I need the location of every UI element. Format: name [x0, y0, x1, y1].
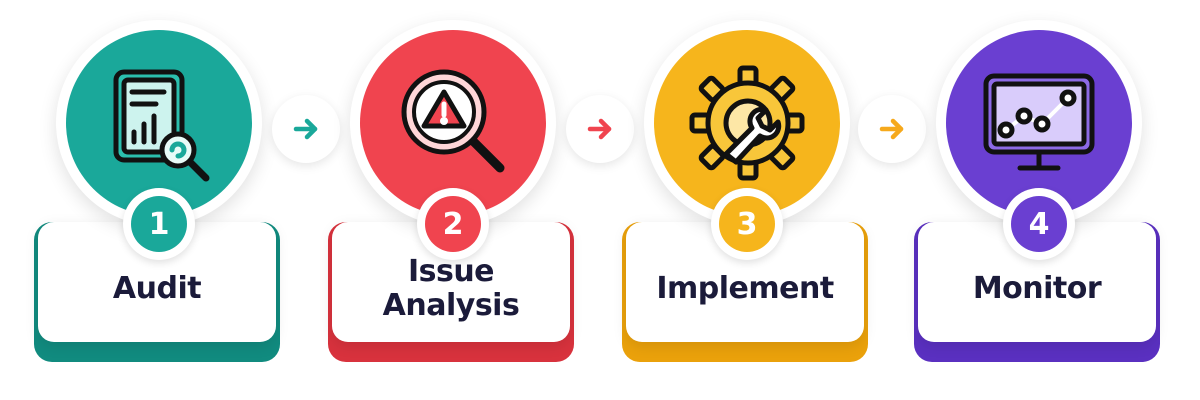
- arrow-right-icon: [879, 118, 904, 140]
- step-label: Issue Analysis: [382, 254, 520, 323]
- icon-circle: [946, 30, 1132, 216]
- step-number-badge: 3: [719, 196, 775, 252]
- arrow-right-icon: [587, 118, 612, 140]
- arrow-right-icon: [293, 118, 318, 140]
- step-implement: Implement 3: [622, 0, 872, 400]
- arrow-connector: [566, 95, 634, 163]
- step-monitor: Monitor 4: [914, 0, 1164, 400]
- step-label: Audit: [112, 271, 202, 306]
- step-number-badge: 1: [131, 196, 187, 252]
- step-audit: Audit 1: [34, 0, 284, 400]
- icon-circle: [654, 30, 840, 216]
- warning-magnifier-icon: [401, 69, 505, 173]
- monitor-chart-icon: [983, 73, 1095, 171]
- step-label: Monitor: [972, 271, 1102, 306]
- step-label: Implement: [656, 271, 834, 306]
- icon-circle: [66, 30, 252, 216]
- arrow-connector: [272, 95, 340, 163]
- step-number-badge: 2: [425, 196, 481, 252]
- step-issue-analysis: Issue Analysis 2: [328, 0, 578, 400]
- gear-wrench-icon: [689, 65, 805, 181]
- arrow-connector: [858, 95, 926, 163]
- icon-circle: [360, 30, 546, 216]
- step-number-badge: 4: [1011, 196, 1067, 252]
- document-magnifier-icon: [113, 69, 210, 182]
